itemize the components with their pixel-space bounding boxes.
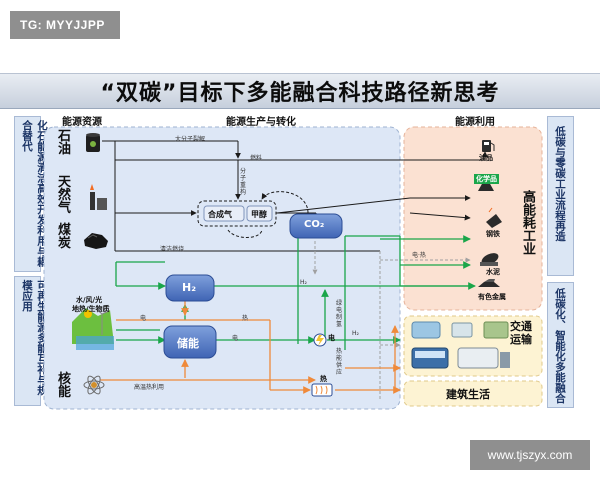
resource-coal: 煤炭 [58, 223, 72, 251]
resource-renewables-line2: 地热/生物质 [72, 305, 110, 313]
gas-plant-icon [90, 184, 107, 210]
fuel-pump-icon [482, 140, 495, 152]
methanol-label: 甲醇 [251, 210, 267, 219]
resource-renewables-line1: 水/风/光 [76, 296, 103, 304]
right-panel-bottom-text: 低碳化、智能化多能融合 [554, 288, 566, 404]
syngas-label: 合成气 [208, 210, 232, 219]
transport-vehicles-icon [411, 321, 510, 369]
industry-nonferrous: 有色金属 [478, 293, 506, 301]
cement-mixer-icon [480, 253, 499, 266]
steel-icon [486, 207, 502, 228]
flow-heat: 热 [242, 315, 249, 322]
storage-label: 储能 [177, 337, 199, 350]
header-use: 能源利用 [455, 117, 495, 128]
flow-petrochem: 分子重构 [240, 168, 247, 196]
header-production: 能源生产与转化 [226, 117, 296, 128]
resource-nuclear: 核能 [58, 372, 72, 400]
methanol-node [246, 205, 273, 222]
right-panel-bottom [547, 282, 574, 408]
flow-high-temp-heat: 高温热利用 [134, 384, 165, 391]
flow-heat-supply: 热能供应 [336, 348, 343, 376]
metal-ingot-icon [478, 279, 500, 287]
flow-fuel: 燃料 [250, 155, 263, 162]
production-region [43, 126, 401, 410]
resource-oil: 石油 [58, 129, 72, 157]
h2-node [165, 274, 215, 302]
title-bar [0, 73, 600, 109]
building-title: 建筑生活 [446, 388, 490, 401]
flow-h2-2: H₂ [352, 330, 359, 337]
nuclear-icon [83, 375, 105, 395]
flow-elec-heat: 电·热 [412, 252, 426, 259]
industry-chemicals: 化学品 [474, 174, 499, 184]
co2-node [289, 213, 343, 239]
flow-macromolecule: 大分子裂解 [175, 136, 206, 143]
heat-symbol [311, 383, 333, 397]
electricity-symbol [313, 333, 327, 347]
renewables-icon [72, 308, 114, 350]
transport-title: 交通运输 [510, 320, 532, 346]
industry-title: 高能耗工业 [520, 190, 535, 255]
header-resources: 能源资源 [62, 117, 102, 128]
electricity-node-label: 电 [328, 334, 335, 342]
building-region [403, 380, 543, 407]
storage-node [163, 325, 217, 359]
h2-label: H₂ [182, 281, 197, 294]
industry-steel: 钢铁 [486, 230, 500, 238]
left-panel-top [14, 116, 41, 272]
diagram-title: “双碳”目标下多能融合科技路径新思考 [100, 81, 500, 106]
co2-label: CO₂ [304, 219, 325, 230]
resource-gas: 天然气 [58, 175, 72, 216]
syngas-node [203, 205, 245, 222]
right-panel-top-text: 低碳与零碳工业流程再造 [554, 126, 566, 242]
use-region [403, 126, 543, 311]
badge: TG: MYYJJPP [10, 11, 120, 39]
watermark: www.tjszyx.com [470, 440, 590, 470]
flow-green-power: 绿电制氢 [336, 300, 343, 328]
flow-storage-elec: 电 [232, 335, 239, 342]
oil-barrel-icon [86, 133, 100, 152]
flow-clean-combustion: 清洁燃烧 [160, 246, 185, 253]
flow-electricity: 电 [140, 315, 147, 322]
industry-oil-products: 油品 [479, 154, 493, 162]
industry-cement: 水泥 [486, 268, 500, 276]
heat-node-label: 热 [320, 375, 327, 383]
right-panel-top [547, 116, 574, 276]
coal-icon [84, 233, 108, 249]
left-panel-bottom [14, 276, 41, 406]
flow-h2: H₂ [300, 279, 307, 286]
